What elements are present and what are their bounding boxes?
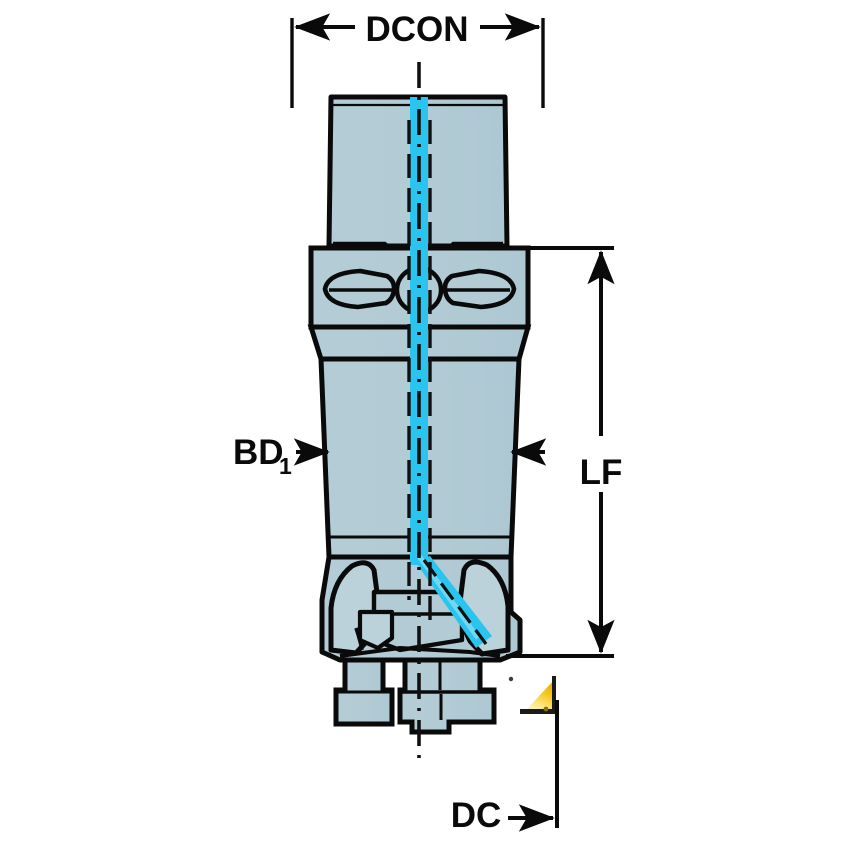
- insert-triangle-gold: [524, 678, 556, 712]
- insert-marker-dot: [543, 706, 549, 712]
- insert-left-detail: [357, 609, 395, 651]
- dimension-bd1: BD 1: [233, 433, 547, 479]
- dimension-label-bd1: BD: [233, 433, 284, 472]
- mounting-boss-center: [397, 657, 497, 735]
- mounting-bosses: [333, 657, 497, 735]
- flange-drive-slot-right: [442, 268, 517, 310]
- cutter-head: [319, 554, 523, 663]
- cutting-insert-indicator: [508, 676, 556, 714]
- flange-drive-slot-left: [322, 268, 397, 310]
- cutter-head-bottom-profile: [339, 645, 501, 658]
- dimension-label-bd1-subscript: 1: [279, 453, 292, 479]
- dimension-dcon: DCON: [290, 10, 545, 108]
- dimension-lf: LF: [506, 246, 623, 658]
- dimension-dc: DC: [451, 700, 559, 835]
- coolant-bore-vertical: [410, 97, 428, 565]
- coolant-branch-hidden-line: [422, 559, 488, 645]
- insert-left-edge-line: [354, 627, 364, 651]
- insert-reference-dot: [508, 676, 514, 682]
- dimension-label-lf: LF: [580, 453, 623, 492]
- dimension-label-dcon: DCON: [365, 10, 468, 49]
- tool-body-assembly: [307, 62, 532, 760]
- insert-base-line: [520, 709, 556, 714]
- center-axis-line: [407, 62, 488, 760]
- dimension-label-dc: DC: [451, 796, 502, 835]
